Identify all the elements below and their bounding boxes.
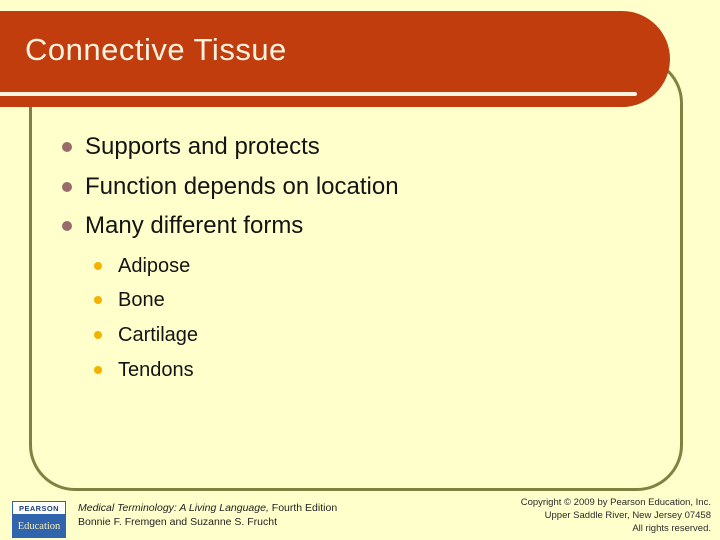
book-edition: Fourth Edition: [268, 502, 338, 514]
bullet-dot-icon: [62, 221, 72, 231]
bullet-item: Supports and protects: [62, 127, 320, 167]
book-authors: Bonnie F. Fremgen and Suzanne S. Frucht: [78, 515, 278, 528]
sub-bullet-text: Cartilage: [118, 323, 199, 346]
book-credit: Medical Terminology: A Living Language, …: [78, 502, 337, 529]
bullet-text: Function depends on location: [85, 173, 399, 200]
copyright-line: Copyright © 2009 by Pearson Education, I…: [520, 497, 711, 508]
sub-bullet-dot-icon: [94, 331, 102, 339]
book-title-italic: Medical Terminology: A Living Language,: [78, 502, 269, 514]
book-title-line: Medical Terminology: A Living Language, …: [78, 502, 337, 516]
pearson-education-logo: PEARSON Education: [12, 501, 66, 538]
bullet-item: Function depends on location: [62, 167, 399, 207]
title-bar: Connective Tissue: [0, 11, 670, 107]
sub-bullet-text: Tendons: [118, 358, 194, 381]
bullet-dot-icon: [62, 142, 72, 152]
sub-bullet-item: Tendons: [94, 353, 194, 387]
copyright-notice: Copyright © 2009 by Pearson Education, I…: [521, 496, 711, 535]
pearson-logo-wordmark: PEARSON: [13, 502, 65, 514]
bullet-item: Many different forms: [62, 206, 303, 246]
pearson-logo-education-label: Education: [17, 520, 61, 532]
slide-title: Connective Tissue: [25, 32, 287, 67]
bullet-text: Many different forms: [85, 212, 304, 239]
sub-bullet-text: Bone: [118, 288, 165, 311]
title-underline: [0, 92, 637, 96]
sub-bullet-item: Adipose: [94, 249, 190, 283]
sub-bullet-text: Adipose: [118, 254, 191, 277]
bullet-dot-icon: [62, 182, 72, 192]
sub-bullet-dot-icon: [94, 366, 102, 374]
sub-bullet-dot-icon: [94, 296, 102, 304]
copyright-line: All rights reserved.: [632, 523, 711, 534]
sub-bullet-item: Bone: [94, 283, 165, 317]
copyright-line: Upper Saddle River, New Jersey 07458: [544, 510, 711, 521]
bullet-text: Supports and protects: [85, 133, 320, 160]
sub-bullet-item: Cartilage: [94, 318, 198, 352]
sub-bullet-dot-icon: [94, 262, 102, 270]
